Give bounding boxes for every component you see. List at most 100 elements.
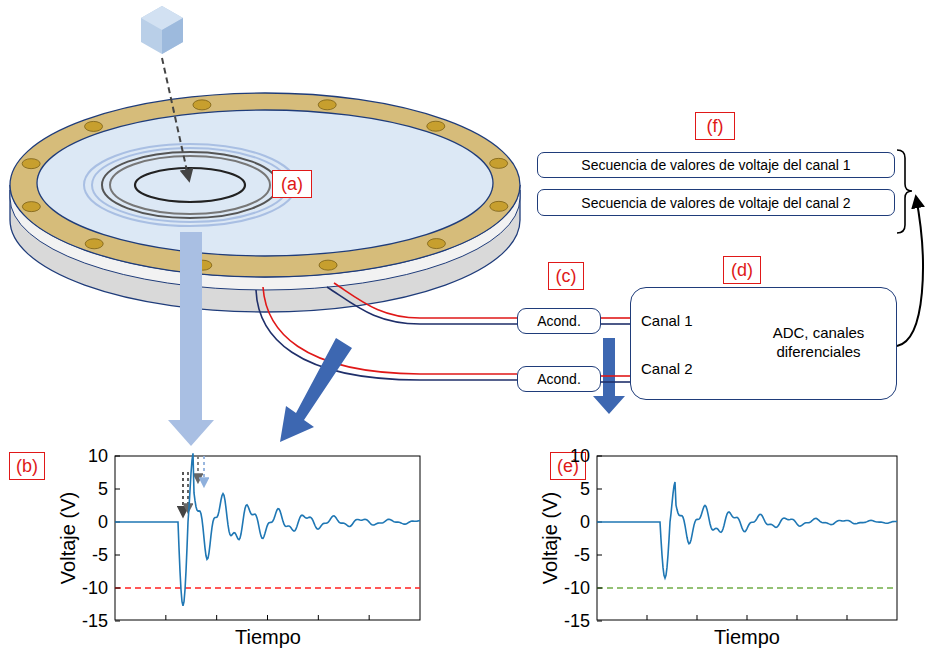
axis-title: Tiempo [714, 626, 780, 649]
bolt-hole [193, 100, 211, 110]
chart [115, 453, 420, 621]
cable-wire [601, 317, 630, 319]
bolt-holes [22, 100, 508, 270]
axis-tick [115, 621, 120, 622]
axis-tick [597, 588, 602, 589]
marker-arrow [182, 472, 184, 516]
cable-wire [334, 283, 517, 318]
axis-tick [597, 456, 602, 457]
axis-tick-label: 5 [98, 479, 108, 500]
block-arrow [280, 338, 352, 442]
bolt-hole [22, 202, 40, 212]
axis-tick-label: -10 [82, 578, 108, 599]
wave-ring [102, 152, 278, 218]
plot-frame [597, 456, 897, 620]
wave-ring [135, 168, 245, 202]
cable-wire [601, 375, 630, 377]
axis-tick [115, 456, 120, 457]
signal-cable [601, 318, 630, 324]
cable-wire [601, 381, 630, 383]
box-label: Canal 1 [641, 312, 693, 329]
electrode-ring [10, 93, 520, 277]
axis-tick [847, 615, 848, 620]
callout-letter: (b) [16, 456, 38, 477]
axis-tick [747, 615, 748, 620]
axis-tick-label: -5 [574, 545, 590, 566]
bracket [897, 150, 912, 233]
adc-box: Canal 1Canal 2ADC, canales diferenciales [630, 287, 897, 400]
chart [597, 456, 897, 621]
axis-title: Tiempo [235, 626, 301, 649]
bolt-hole [490, 201, 508, 211]
bolt-hole [319, 260, 337, 270]
bolt-hole [427, 239, 445, 249]
bolt-hole [427, 121, 445, 131]
axis-tick-label: 10 [88, 446, 108, 467]
axis-tick-label: 0 [98, 512, 108, 533]
axis-tick-label: 10 [570, 446, 590, 467]
callout-letter: (d) [723, 256, 761, 284]
callout-letter: (a) [281, 174, 303, 195]
data-sequence-box: Secuencia de valores de voltaje del cana… [537, 152, 895, 178]
wave-ring [84, 144, 296, 226]
marker-arrow [203, 456, 205, 486]
axis-title: Voltaje (V) [539, 492, 562, 584]
wave-ring [92, 148, 288, 222]
sensor-plate [37, 110, 493, 256]
axis-tick [318, 615, 319, 620]
axis-tick-label: -10 [564, 578, 590, 599]
crystal-face [162, 18, 183, 54]
axis-tick [647, 615, 648, 620]
callout-letter: (c) [556, 266, 577, 287]
crystal-face [141, 6, 183, 54]
cable-wire [263, 287, 517, 374]
bolt-hole [22, 159, 40, 169]
plot-frame [115, 456, 420, 620]
cable-wire [327, 287, 517, 324]
axis-title: Voltaje (V) [57, 492, 80, 584]
axis-tick [597, 621, 602, 622]
box-label: Acond. [537, 371, 581, 387]
wave-ring [110, 156, 270, 214]
axis-tick [115, 555, 120, 556]
impact-arrow [162, 58, 189, 180]
block-arrow [168, 232, 214, 446]
axis-tick [115, 489, 120, 490]
cable-wire [256, 290, 517, 380]
callout-letter: (f) [707, 116, 724, 137]
axis-tick [697, 615, 698, 620]
axis-tick [165, 615, 166, 620]
data-sequence-box: Secuencia de valores de voltaje del cana… [537, 189, 895, 216]
marker-arrow [197, 456, 199, 482]
axis-tick [597, 489, 602, 490]
axis-tick [115, 588, 120, 589]
bolt-hole [85, 239, 103, 249]
callout-letter: (d) [731, 260, 753, 281]
axis-tick [369, 615, 370, 620]
conditioner-box: Acond. [517, 308, 601, 334]
output-arrow [897, 197, 923, 346]
axis-tick [267, 615, 268, 620]
bolt-hole [318, 100, 336, 110]
callout-letter: (c) [548, 262, 584, 290]
callout-letter: (a) [272, 170, 312, 198]
cable-wire [601, 323, 630, 325]
signal-cable [601, 376, 630, 382]
callout-letter: (f) [695, 112, 735, 140]
axis-tick-label: -5 [92, 545, 108, 566]
axis-tick-label: 5 [580, 479, 590, 500]
signal-trace [115, 453, 420, 605]
box-label: ADC, canales diferenciales [751, 324, 886, 362]
axis-tick-label: -15 [82, 611, 108, 632]
bolt-hole [85, 121, 103, 131]
conditioner-box: Acond. [517, 366, 601, 392]
signal-trace [597, 482, 897, 578]
axis-tick [216, 615, 217, 620]
callout-letter: (b) [9, 452, 45, 480]
axis-tick-label: -15 [564, 611, 590, 632]
falling-crystal [141, 6, 183, 54]
axis-tick-label: 0 [580, 512, 590, 533]
box-label: Secuencia de valores de voltaje del cana… [581, 195, 850, 211]
axis-tick [797, 615, 798, 620]
